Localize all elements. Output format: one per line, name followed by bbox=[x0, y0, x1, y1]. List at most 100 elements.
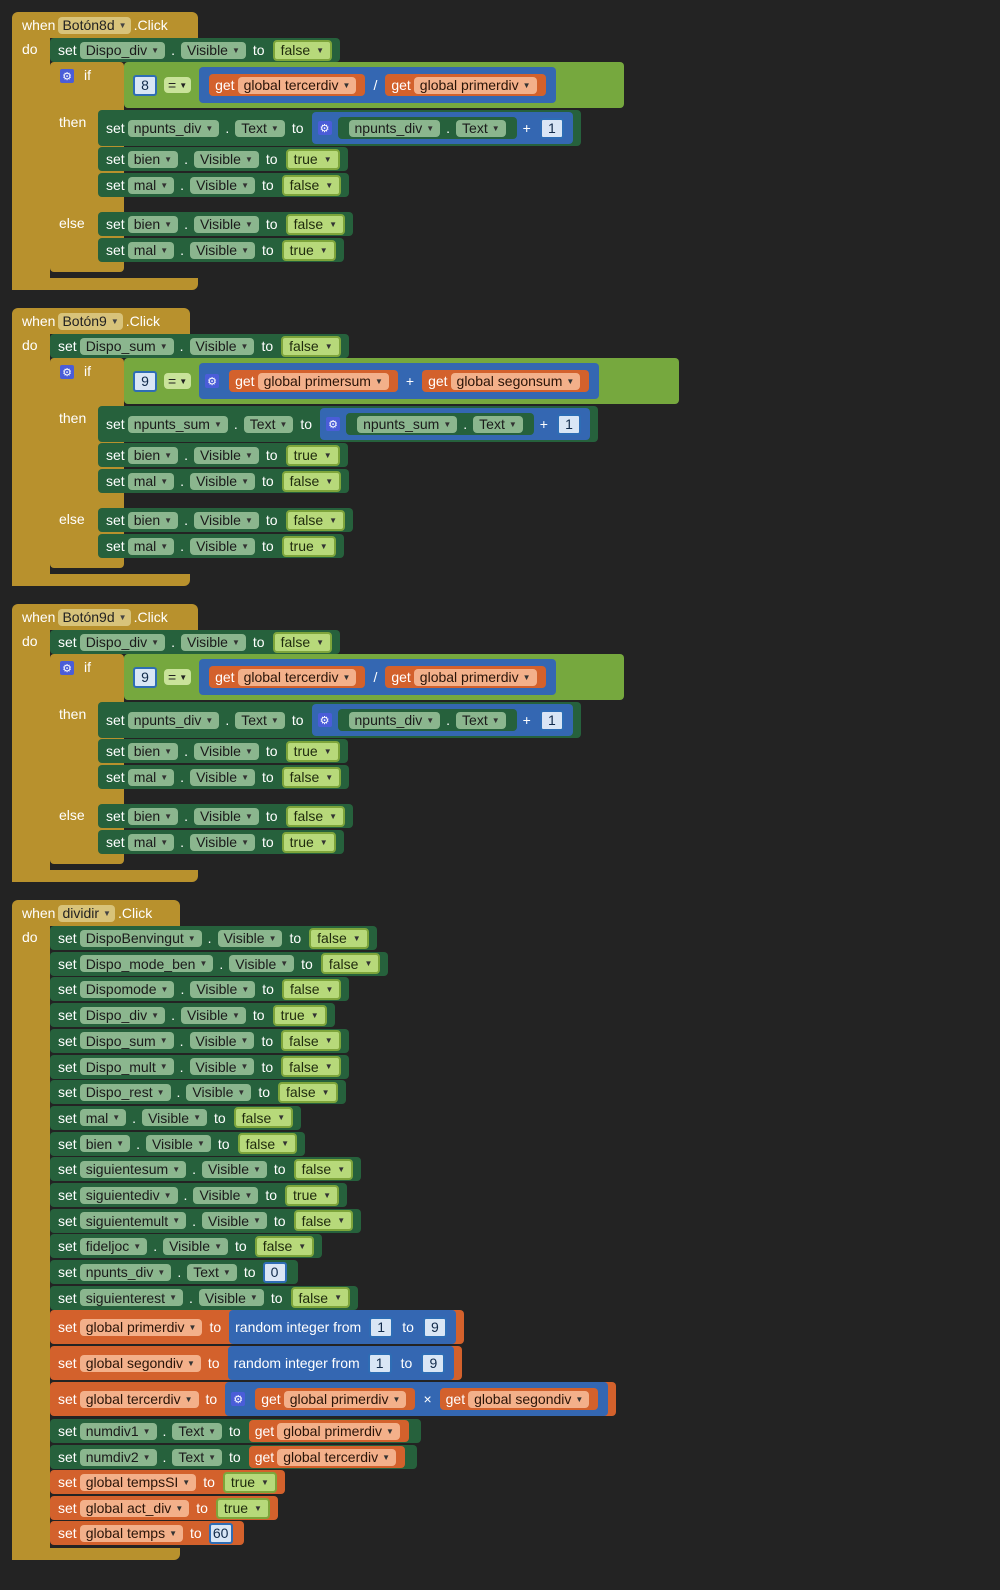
gear-icon[interactable]: ⚙ bbox=[60, 661, 74, 675]
gear-icon[interactable]: ⚙ bbox=[60, 69, 74, 83]
property-dropdown[interactable]: Visible▼ bbox=[217, 929, 283, 947]
boolean-value[interactable]: false▼ bbox=[309, 927, 369, 949]
property-dropdown[interactable]: Visible▼ bbox=[198, 1289, 264, 1307]
event-header[interactable]: when Botón9d▼ .Click bbox=[12, 604, 198, 630]
boolean-value[interactable]: false▼ bbox=[293, 1158, 354, 1180]
boolean-value[interactable]: false▼ bbox=[320, 953, 381, 975]
component-dropdown[interactable]: siguientesum▼ bbox=[79, 1160, 187, 1178]
component-dropdown[interactable]: siguientemult▼ bbox=[79, 1212, 187, 1230]
boolean-value[interactable]: false▼ bbox=[293, 1210, 354, 1232]
boolean-value[interactable]: false▼ bbox=[233, 1107, 294, 1129]
boolean-value[interactable]: false▼ bbox=[237, 1133, 298, 1155]
component-dropdown[interactable]: mal▼ bbox=[79, 1109, 127, 1127]
property-dropdown[interactable]: Visible▼ bbox=[189, 1058, 255, 1075]
boolean-value[interactable]: false▼ bbox=[281, 978, 342, 1000]
property-dropdown[interactable]: Visible▼ bbox=[189, 1032, 255, 1050]
property-dropdown[interactable]: Visible▼ bbox=[190, 980, 256, 998]
component-dropdown[interactable]: fideljoc▼ bbox=[79, 1237, 148, 1255]
boolean-value[interactable]: false▼ bbox=[254, 1235, 315, 1257]
gear-icon[interactable]: ⚙ bbox=[231, 1392, 246, 1406]
boolean-value[interactable]: false▼ bbox=[272, 39, 333, 61]
property-dropdown[interactable]: Visible▼ bbox=[180, 1006, 246, 1024]
component-dropdown[interactable]: Dispo_mult▼ bbox=[79, 1058, 174, 1075]
boolean-value[interactable]: false▼ bbox=[290, 1287, 350, 1309]
property-dropdown[interactable]: Visible▼ bbox=[186, 1083, 252, 1101]
boolean-value[interactable]: false▼ bbox=[281, 1030, 341, 1052]
event-header[interactable]: when Botón9▼ .Click bbox=[12, 308, 190, 334]
component-dropdown[interactable]: Dispo_div▼ bbox=[79, 41, 166, 59]
gear-icon[interactable]: ⚙ bbox=[205, 374, 220, 388]
number-value[interactable]: 8 bbox=[133, 74, 157, 96]
component-dropdown[interactable]: Botón8d▼ bbox=[58, 16, 131, 34]
component-dropdown[interactable]: DispoBenvingut▼ bbox=[79, 929, 202, 947]
event-header[interactable]: when Botón8d▼ .Click bbox=[12, 12, 198, 38]
property-dropdown[interactable]: Text▼ bbox=[187, 1263, 237, 1281]
component-dropdown[interactable]: Dispomode▼ bbox=[79, 980, 175, 998]
component-dropdown[interactable]: siguienterest▼ bbox=[79, 1289, 183, 1307]
component-dropdown[interactable]: bien▼ bbox=[79, 1135, 131, 1153]
set-statement[interactable]: set Dispo_div▼ . Visible▼ to false▼ bbox=[50, 38, 341, 62]
property-dropdown[interactable]: Visible▼ bbox=[142, 1109, 207, 1127]
component-dropdown[interactable]: Dispo_rest▼ bbox=[79, 1083, 171, 1101]
property-dropdown[interactable]: Visible▼ bbox=[202, 1160, 267, 1178]
gear-icon[interactable]: ⚙ bbox=[60, 365, 74, 379]
number-value[interactable]: 0 bbox=[262, 1261, 287, 1283]
component-dropdown[interactable]: npunts_div▼ bbox=[79, 1263, 172, 1281]
gear-icon[interactable]: ⚙ bbox=[317, 121, 332, 135]
component-dropdown[interactable]: siguientediv▼ bbox=[79, 1186, 178, 1204]
component-dropdown[interactable]: Dispo_div▼ bbox=[79, 1006, 166, 1024]
operator-dropdown[interactable]: =▼ bbox=[164, 77, 192, 93]
boolean-value[interactable]: true▼ bbox=[285, 1184, 340, 1206]
event-header[interactable]: when dividir▼ .Click bbox=[12, 900, 180, 926]
component-dropdown[interactable]: Dispo_sum▼ bbox=[79, 1032, 174, 1050]
set-statement[interactable]: set npunts_div▼. Text▼ to ⚙ npunts_div▼.… bbox=[98, 110, 581, 146]
boolean-value[interactable]: false▼ bbox=[278, 1081, 338, 1103]
boolean-value[interactable]: true▼ bbox=[272, 1004, 327, 1026]
property-dropdown[interactable]: Visible▼ bbox=[163, 1237, 229, 1255]
property-dropdown[interactable]: Visible▼ bbox=[145, 1135, 211, 1153]
component-dropdown[interactable]: Dispo_mode_ben▼ bbox=[79, 955, 214, 973]
property-dropdown[interactable]: Visible▼ bbox=[202, 1212, 267, 1230]
